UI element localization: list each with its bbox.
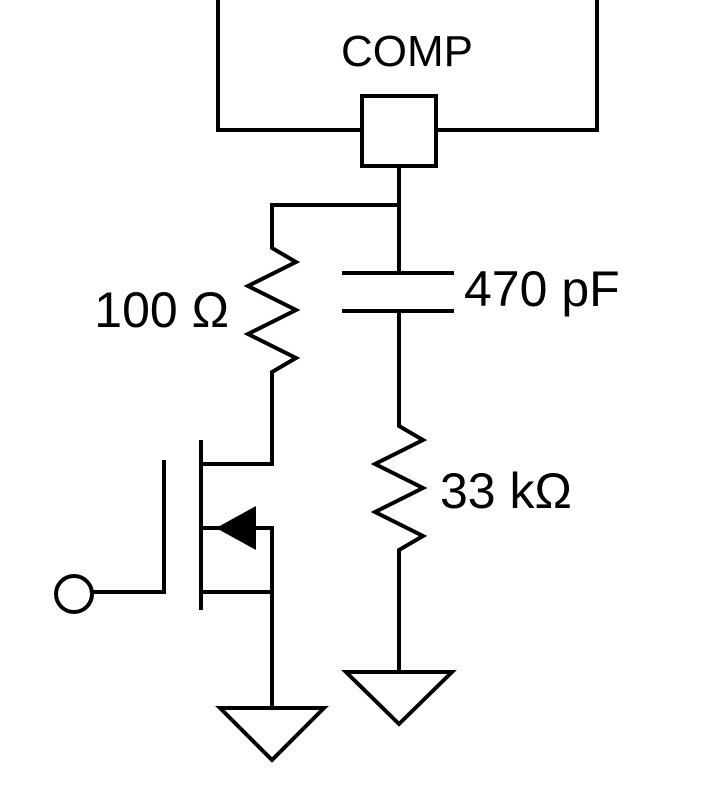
comp-label: COMP (341, 27, 473, 76)
gate-input-terminal (54, 574, 94, 614)
resistor-33k-ohm (370, 416, 428, 560)
mosfet-arrow-icon (216, 506, 256, 550)
ground-symbol-right (341, 670, 457, 727)
resistor-100-ohm-label: 100 Ω (94, 282, 229, 338)
resistor-33k-ohm-label: 33 kΩ (440, 463, 572, 519)
branch-wire (270, 203, 401, 242)
ic-block-outline (216, 0, 364, 132)
resistor-100-ohm (243, 238, 301, 382)
ground-symbol-left (215, 706, 329, 763)
capacitor-470pf-label: 470 pF (464, 261, 620, 317)
ic-block-outline-right (434, 0, 599, 132)
comp-pin (360, 94, 438, 168)
mosfet-transistor (162, 440, 274, 610)
